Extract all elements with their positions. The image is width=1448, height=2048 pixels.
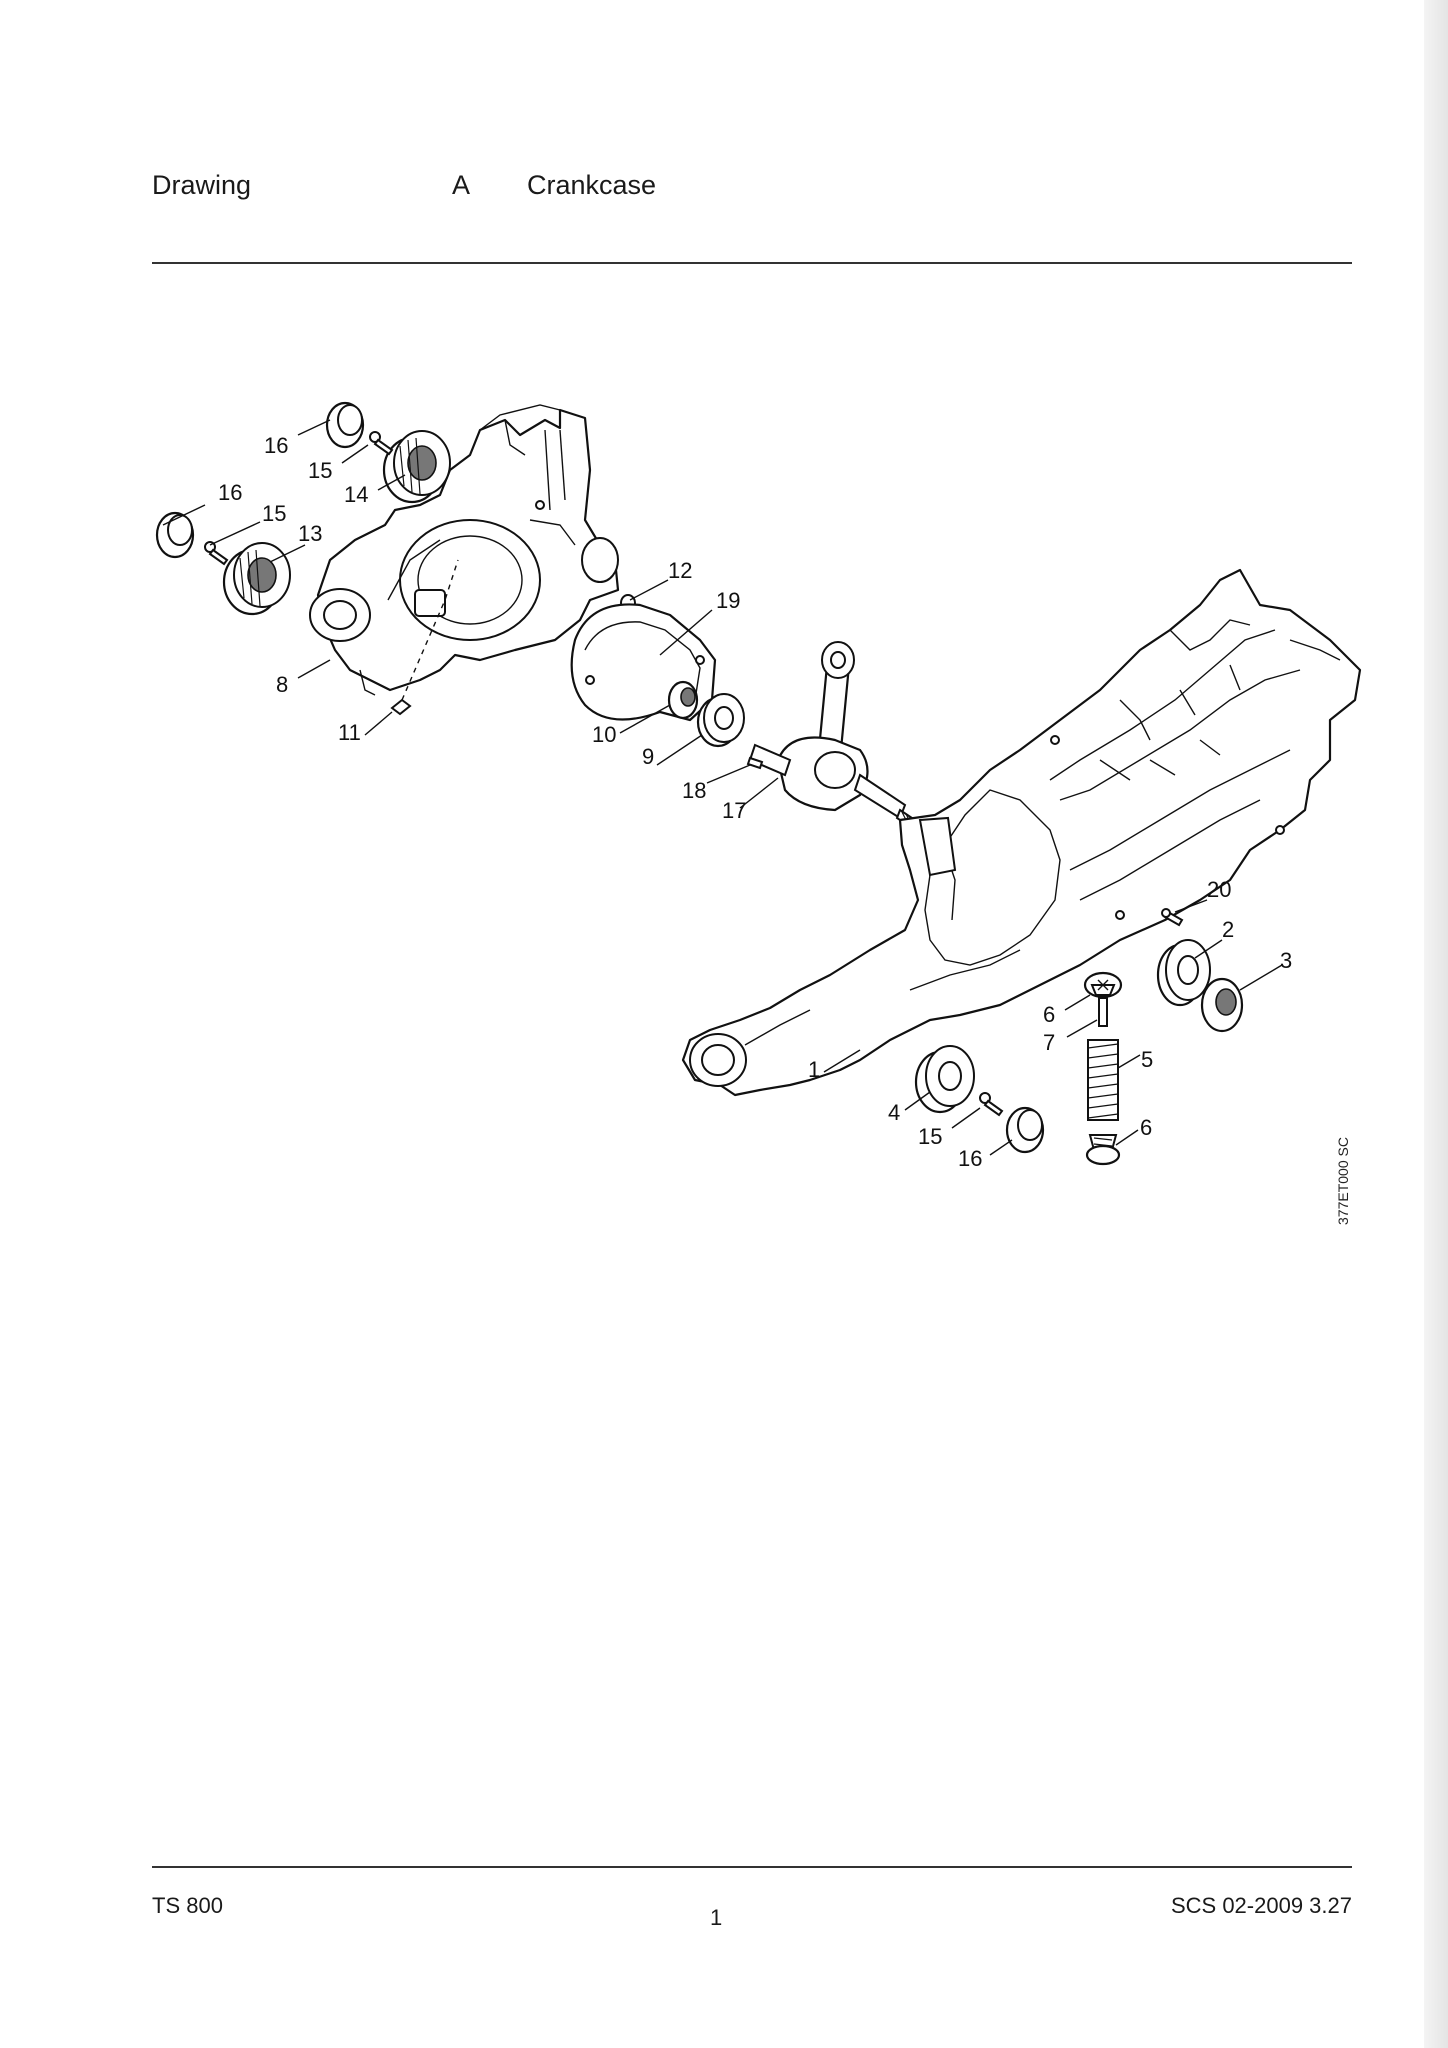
cap-part-16-lower — [1005, 1106, 1045, 1154]
bearing-part-14 — [382, 430, 451, 504]
bearing-part-2 — [1156, 939, 1211, 1007]
bearing-part-13 — [222, 542, 291, 616]
callout-16: 16 — [958, 1146, 982, 1171]
page-edge — [1424, 0, 1448, 2048]
callout-3: 3 — [1280, 948, 1292, 973]
callout-14: 14 — [344, 482, 368, 507]
callout-1: 1 — [808, 1057, 820, 1082]
pin-part-7 — [1098, 997, 1108, 1027]
plug-part-11 — [390, 559, 459, 716]
callout-19: 19 — [716, 588, 740, 613]
callout-8: 8 — [276, 672, 288, 697]
callout-7: 7 — [1043, 1030, 1055, 1055]
plug-part-6-upper — [1083, 971, 1123, 999]
callout-10: 10 — [592, 722, 616, 747]
callout-6: 6 — [1043, 1002, 1055, 1027]
callout-13: 13 — [298, 521, 322, 546]
leader-lines — [162, 419, 1283, 1156]
callout-15: 15 — [262, 501, 286, 526]
callout-9: 9 — [642, 744, 654, 769]
callout-labels: 16 15 14 16 15 13 12 19 8 11 10 9 18 17 … — [218, 433, 1292, 1171]
screw-part-20 — [1161, 908, 1184, 927]
footer-reference: SCS 02-2009 3.27 — [1170, 1893, 1352, 1918]
bearing-part-9 — [696, 693, 745, 748]
callout-20: 20 — [1207, 877, 1231, 902]
callout-12: 12 — [668, 558, 692, 583]
callout-2: 2 — [1222, 917, 1234, 942]
footer-model: TS 800 — [152, 1893, 223, 1918]
header-rule — [152, 262, 1352, 264]
screw-part-15-lower — [979, 1092, 1004, 1117]
plug-part-6-lower — [1085, 1134, 1121, 1166]
header-title: Crankcase — [527, 170, 657, 200]
callout-11: 11 — [338, 720, 361, 745]
page-number: 1 — [710, 1905, 723, 1930]
pin-part-18 — [746, 756, 764, 770]
callout-15: 15 — [308, 458, 332, 483]
seal-part-3 — [1200, 977, 1244, 1033]
screw-part-15-left — [204, 541, 229, 566]
cap-part-16-upper — [325, 401, 365, 449]
callout-16: 16 — [264, 433, 288, 458]
drawing-code: 377ET000 SC — [1335, 1137, 1351, 1225]
callout-6: 6 — [1140, 1115, 1152, 1140]
header-label: Drawing — [152, 170, 252, 200]
footer-rule — [152, 1866, 1352, 1868]
callout-18: 18 — [682, 778, 706, 803]
seal-part-10 — [667, 680, 699, 720]
callout-4: 4 — [888, 1100, 900, 1125]
callout-15: 15 — [918, 1124, 942, 1149]
callout-16: 16 — [218, 480, 242, 505]
screw-part-15-upper — [369, 431, 394, 456]
callout-17: 17 — [722, 798, 746, 823]
header-letter: A — [452, 170, 471, 200]
crankshaft-part-17 — [748, 641, 917, 830]
callout-5: 5 — [1141, 1047, 1153, 1072]
crankcase-arm-part-1 — [681, 568, 1362, 1097]
spring-part-5 — [1087, 1039, 1119, 1121]
bearing-part-4 — [914, 1045, 975, 1114]
